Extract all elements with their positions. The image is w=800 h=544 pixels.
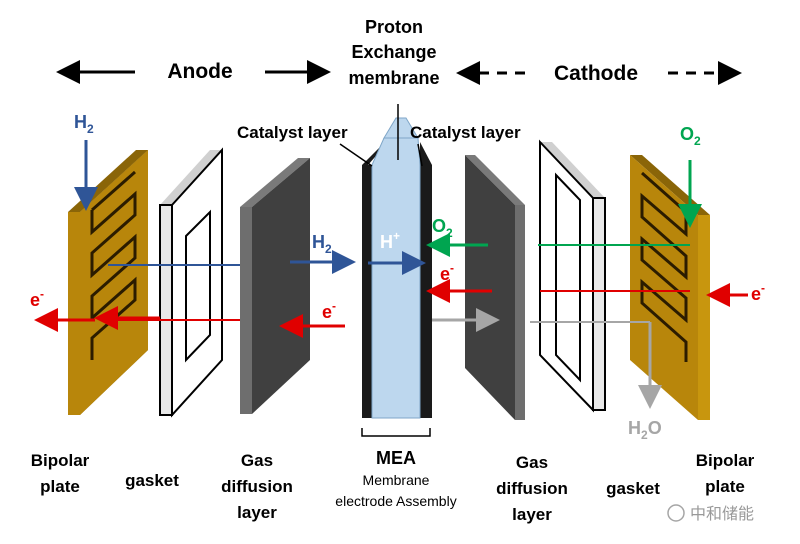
mea-bracket [361,428,431,437]
electron-cathode-label: e- [440,261,454,284]
h2-mid-label: H2 [312,232,332,256]
gasket-left [159,147,223,418]
gasket-left-label: gasket [125,471,179,490]
gasket-right-label: gasket [606,479,660,498]
gdl-right-label-2: diffusion [496,479,568,498]
proton-label: H+ [380,229,400,252]
bipolar-plate-left-label-2: plate [40,477,80,496]
gas-diffusion-layer-right [465,155,525,420]
pem-label-line2: Exchange [351,42,436,62]
o2-inlet-label: O2 [680,124,701,148]
electron-out-label: e- [30,287,44,310]
catalyst-layer-left-label: Catalyst layer [237,123,348,142]
pem-label-line1: Proton [365,17,423,37]
watermark: 中和储能 [667,504,754,523]
gdl-left-label-2: diffusion [221,477,293,496]
water-label: H2O [628,418,662,442]
gasket-right [539,139,606,413]
bipolar-plate-right-label-1: Bipolar [696,451,755,470]
wechat-icon [667,504,685,522]
mea-sub-label-1: Membrane [363,472,430,488]
anode-label: Anode [167,60,232,83]
electron-membrane-label: e- [322,299,336,322]
h2-inlet-label: H2 [74,112,94,136]
electron-in-label: e- [751,281,765,304]
mea [339,104,432,419]
gdl-left-label-1: Gas [241,451,273,470]
gas-diffusion-layer-left [240,158,310,414]
o2-mid-label: O2 [432,216,453,240]
bipolar-plate-left [68,150,148,415]
mea-label: MEA [376,448,416,468]
gdl-left-label-3: layer [237,503,277,522]
cathode-label: Cathode [554,62,638,85]
mea-sub-label-2: electrode Assembly [335,493,456,509]
bipolar-plate-right [630,155,710,420]
gdl-right-label-3: layer [512,505,552,524]
catalyst-layer-right-label: Catalyst layer [410,123,521,142]
bipolar-plate-left-label-1: Bipolar [31,451,90,470]
bipolar-plate-right-label-2: plate [705,477,745,496]
gdl-right-label-1: Gas [516,453,548,472]
watermark-text: 中和储能 [690,505,754,523]
pem-label-line3: membrane [348,68,439,88]
